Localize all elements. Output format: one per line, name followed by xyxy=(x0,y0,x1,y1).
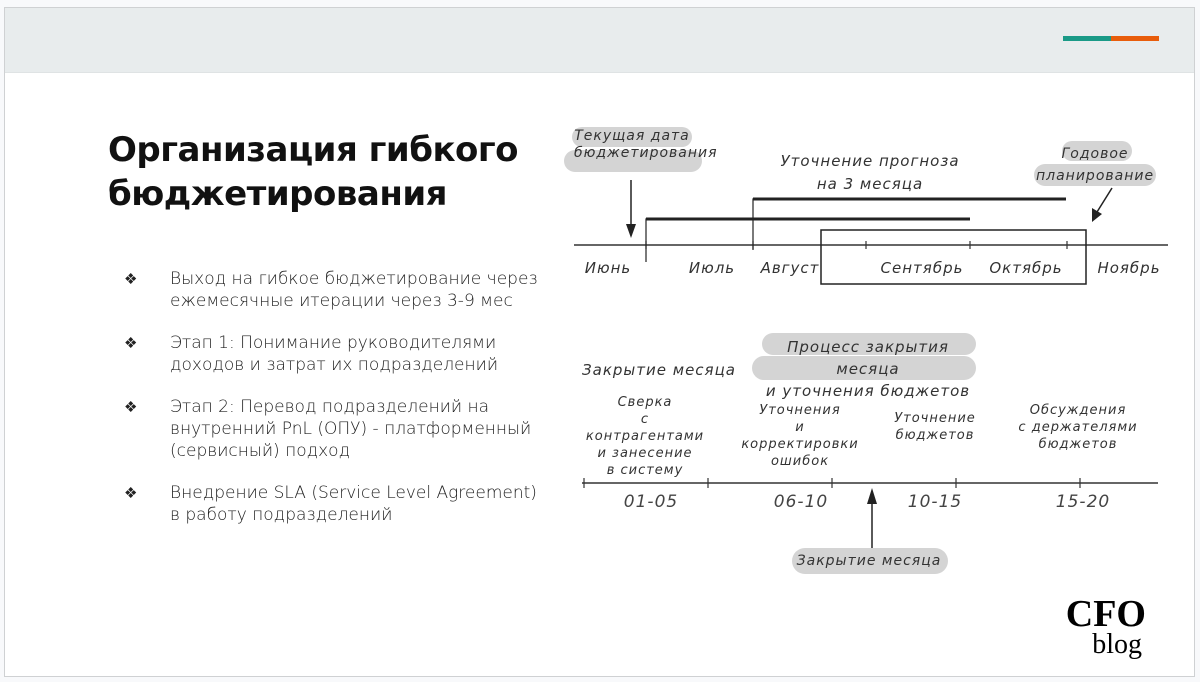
phase-range: 15-20 xyxy=(1055,492,1111,512)
bullet-item: ❖ Этап 2: Перевод подразделений на внутре… xyxy=(124,396,544,462)
bullet-item: ❖ Этап 1: Понимание руководителями доходо… xyxy=(124,332,544,376)
month-close-header: Закрытие месяца xyxy=(582,361,736,379)
phase-range: 06-10 xyxy=(773,492,829,512)
page-title: Организация гибкого бюджетирования xyxy=(108,128,519,216)
bullet-item: ❖ Выход на гибкое бюджетирование через еж… xyxy=(124,268,544,312)
label-line: бюджетирования xyxy=(574,145,718,161)
accent-orange xyxy=(1111,36,1159,41)
process-label: Процесс закрытия месяца и уточнения бюдж… xyxy=(758,336,978,402)
label-line: Текущая дата xyxy=(574,128,690,144)
brush-highlight xyxy=(1062,141,1132,161)
current-date-label: Текущая дата бюджетирования xyxy=(574,128,717,162)
month-label-july: Июль xyxy=(688,259,736,277)
month-label-october: Октябрь xyxy=(989,259,1063,277)
annual-planning-label: Годовое планирование xyxy=(1036,143,1154,187)
forecast-label: Уточнение прогноза на 3 месяца xyxy=(780,150,960,196)
logo-sub: blog xyxy=(1092,629,1142,660)
bullet-text: Внедрение SLA (Service Level Agreement) … xyxy=(170,483,537,525)
bullet-text: Этап 2: Перевод подразделений на внутрен… xyxy=(170,397,532,461)
bullet-text: Этап 1: Понимание руководителями доходов… xyxy=(170,333,499,375)
phase-desc: Уточнение бюджетов xyxy=(894,411,976,443)
brush-highlight xyxy=(564,150,702,172)
phase-desc: Обсуждения с держателями бюджетов xyxy=(1018,403,1138,452)
month-label-june: Июнь xyxy=(584,259,632,277)
diamond-bullet-icon: ❖ xyxy=(124,484,138,502)
title-line-1: Организация гибкого xyxy=(108,130,519,170)
phase-desc: Уточнения и корректировки ошибок xyxy=(741,403,859,469)
brush-highlight xyxy=(752,356,976,380)
brush-highlight xyxy=(1034,164,1156,186)
month-label-august: Август xyxy=(760,259,820,277)
label-line: планирование xyxy=(1036,168,1155,184)
title-line-2: бюджетирования xyxy=(108,174,447,214)
phase-range: 01-05 xyxy=(623,492,679,512)
bullet-item: ❖ Внедрение SLA (Service Level Agreement)… xyxy=(124,482,544,526)
bullet-list: ❖ Выход на гибкое бюджетирование через еж… xyxy=(124,268,544,546)
diamond-bullet-icon: ❖ xyxy=(124,270,138,288)
cfo-blog-logo: CFO blog xyxy=(1046,593,1146,660)
phase-desc: Сверка с контрагентами и занесение в сис… xyxy=(585,395,705,478)
brush-highlight xyxy=(572,127,692,147)
label-line: Процесс закрытия месяца xyxy=(787,338,949,378)
diamond-bullet-icon: ❖ xyxy=(124,334,138,352)
diamond-bullet-icon: ❖ xyxy=(124,398,138,416)
month-close-pointer-label: Закрытие месяца xyxy=(796,553,942,569)
label-line: на 3 месяца xyxy=(816,175,924,193)
phase-range: 10-15 xyxy=(907,492,963,512)
month-label-november: Ноябрь xyxy=(1097,259,1161,277)
label-line: и уточнения бюджетов xyxy=(765,382,971,400)
brush-highlight xyxy=(762,333,976,355)
label-line: Уточнение прогноза xyxy=(780,152,960,170)
logo-main: CFO xyxy=(1065,593,1146,635)
slide xyxy=(4,7,1195,677)
accent-stripe xyxy=(1063,36,1159,41)
label-line: Годовое xyxy=(1061,146,1129,162)
bullet-text: Выход на гибкое бюджетирование через еже… xyxy=(170,269,538,311)
header-bar xyxy=(5,8,1194,73)
month-label-september: Сентябрь xyxy=(880,259,964,277)
accent-teal xyxy=(1063,36,1111,41)
brush-highlight xyxy=(792,548,948,574)
